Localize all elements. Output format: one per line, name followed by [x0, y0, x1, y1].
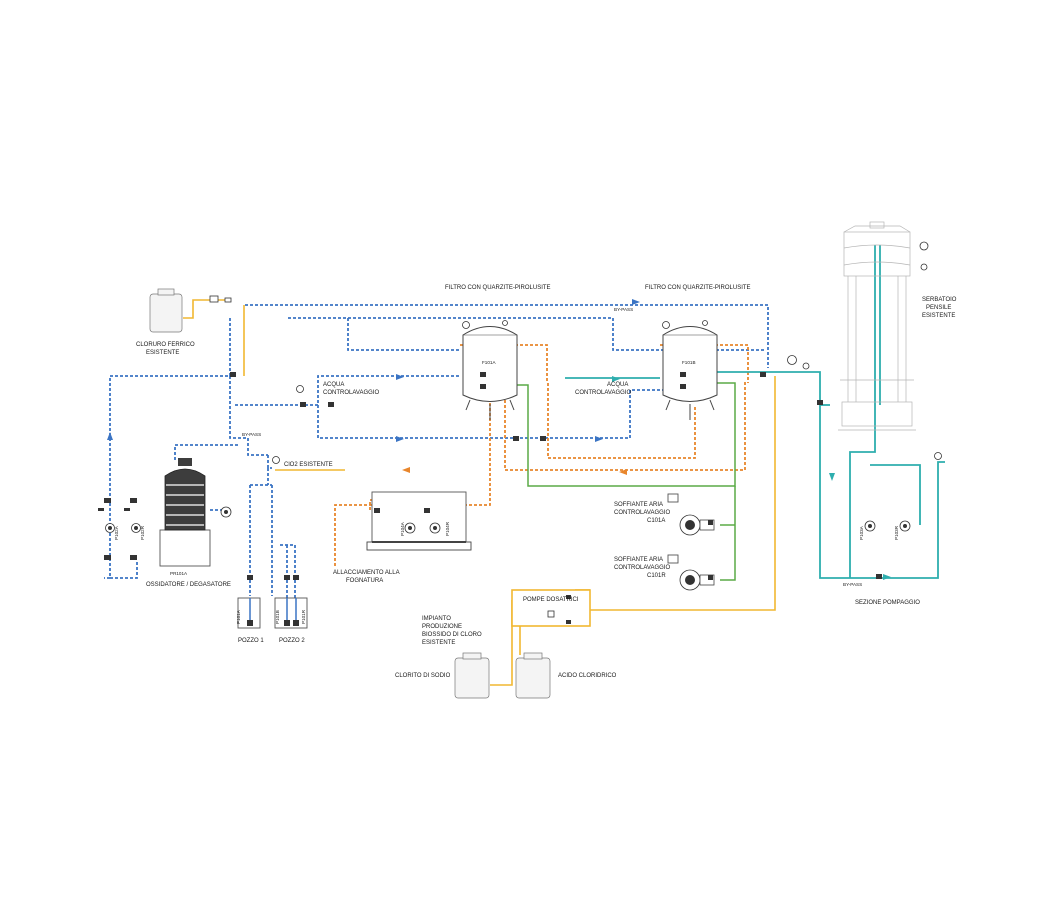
valves [104, 372, 882, 624]
filter-b-title: FILTRO CON QUARZITE-PIROLUSITE [645, 285, 751, 291]
filter-a-title: FILTRO CON QUARZITE-PIROLUSITE [445, 285, 551, 291]
filter-f101a [462, 320, 518, 420]
acqua-label-b: ACQUA [607, 382, 628, 388]
ossidatore-degasatore-tank [159, 458, 211, 567]
fognatura-label: FOGNATURA [346, 578, 383, 584]
backwash-pump-station [366, 491, 472, 551]
allacciamento-label: ALLACCIAMENTO ALLA [333, 570, 400, 576]
flow-arrow [396, 374, 404, 380]
flow-arrow [402, 467, 410, 473]
controlavaggio-label-b: CONTROLAVAGGIO [575, 390, 631, 396]
reagent-lines [183, 299, 776, 686]
sezione-pompaggio-label: SEZIONE POMPAGGIO [855, 600, 920, 606]
clorito-di-sodio-tank [454, 652, 490, 699]
esistente-label-3: ESISTENTE [922, 313, 955, 319]
biossido-label: BIOSSIDO DI CLORO [422, 632, 482, 638]
raw-water-lines [104, 304, 769, 600]
reagent-pump-small [209, 295, 232, 303]
f101a-tag: F101A [482, 360, 496, 365]
controlavaggio-label-a: CONTROLAVAGGIO [323, 390, 379, 396]
pr101a-tag: PR101A [170, 571, 188, 576]
flow-arrow [619, 469, 627, 475]
pressure-gauge [934, 452, 942, 460]
p103r-tag: P103R [894, 525, 899, 540]
p101b-tag: P101B [275, 610, 280, 624]
level-switch [920, 263, 928, 271]
pensile-label: PENSILE [926, 305, 951, 311]
acqua-label-a: ACQUA [323, 382, 344, 388]
flow-arrow [612, 376, 620, 382]
cloruro-ferrico-label: CLORURO FERRICO [136, 342, 195, 348]
ossidatore-label: OSSIDATORE / DEGASATORE [146, 582, 231, 588]
pressure-gauge [296, 385, 304, 393]
serbatoio-pensile-tower [838, 221, 916, 431]
pozzo-1-label: POZZO 1 [238, 638, 264, 644]
pump-p103a [864, 520, 876, 532]
blower-c101r [667, 554, 715, 591]
blower-c101a [667, 493, 715, 536]
p101r-tag: P101R [301, 609, 306, 624]
c101a-label: C101A [647, 518, 665, 524]
serbatoio-label: SERBATOIO [922, 297, 957, 303]
p104a-tag: P104A [400, 521, 405, 536]
pump-p102r [124, 508, 141, 533]
degasser-blower [220, 506, 232, 518]
level-transmitter [919, 241, 929, 251]
clo2-label: ClO2 ESISTENTE [284, 462, 333, 468]
filtered-water-lines [565, 245, 945, 579]
cloruro-ferrico-tank [149, 288, 183, 333]
bypass-tag-mid: BY-PASS [242, 432, 261, 437]
flow-arrow [107, 432, 113, 440]
acido-label: ACIDO CLORIDRICO [558, 673, 617, 679]
flow-arrow [396, 436, 404, 442]
impianto-label: IMPIANTO [422, 616, 451, 622]
p101a-tag: P101A [236, 609, 241, 624]
flow-arrow [883, 574, 891, 580]
diagram-labels: FILTRO CON QUARZITE-PIROLUSITE FILTRO CO… [136, 285, 957, 679]
controlavaggio-label-d: CONTROLAVAGGIO [614, 565, 670, 571]
soffiante-aria-label-r: SOFFIANTE ARIA [614, 557, 663, 563]
produzione-label: PRODUZIONE [422, 624, 462, 630]
flow-arrow [632, 299, 640, 305]
well-pozzo-2 [274, 597, 308, 629]
well-pozzo-1 [237, 597, 261, 629]
pressure-gauge [802, 362, 810, 370]
instrument-bubbles [272, 241, 942, 464]
soffiante-aria-label-a: SOFFIANTE ARIA [614, 502, 663, 508]
pump-p102a [98, 508, 115, 533]
p102r-tag: P102R [140, 525, 145, 540]
pompe-dosatrici-label: POMPE DOSATRICI [523, 597, 579, 603]
filter-f101b [662, 320, 718, 420]
bypass-tag-top: BY-PASS [614, 307, 633, 312]
p102a-tag: P102A [114, 525, 119, 540]
flow-arrow [829, 473, 835, 481]
flow-arrow [595, 436, 603, 442]
pozzo-2-label: POZZO 2 [279, 638, 305, 644]
f101b-tag: F101B [682, 360, 696, 365]
controlavaggio-label-c: CONTROLAVAGGIO [614, 510, 670, 516]
flow-meter [787, 355, 797, 365]
equipment-tags: BY-PASS BY-PASS BY-PASS F101A F101B PR10… [114, 307, 899, 624]
flow-arrows [107, 299, 891, 580]
pressure-gauge [272, 456, 280, 464]
esistente-label-2: ESISTENTE [422, 640, 455, 646]
p104r-tag: P104R [445, 521, 450, 536]
pompe-dosatrici-box [511, 589, 591, 627]
bypass-tag-pump: BY-PASS [843, 582, 862, 587]
esistente-label: ESISTENTE [146, 350, 179, 356]
clorito-label: CLORITO DI SODIO [395, 673, 451, 679]
acido-cloridrico-tank [515, 652, 551, 699]
pump-p103r [899, 520, 911, 532]
c101r-label: C101R [647, 573, 666, 579]
p103a-tag: P103A [859, 525, 864, 540]
air-lines [510, 382, 736, 581]
